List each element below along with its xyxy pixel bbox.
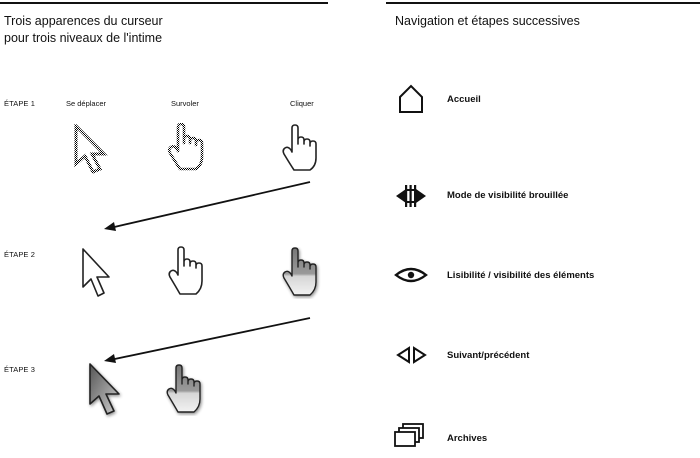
title-line-1: Trois apparences du curseur bbox=[4, 14, 163, 28]
step-2-label: ÉTAPE 2 bbox=[4, 250, 35, 259]
left-panel-title: Trois apparences du curseur pour trois n… bbox=[4, 13, 163, 47]
nav-blur-mode-label[interactable]: Mode de visibilité brouillée bbox=[447, 190, 569, 201]
column-hover-label: Survoler bbox=[171, 99, 199, 108]
step2-hover-hand-icon bbox=[166, 246, 210, 296]
blur-mode-icon[interactable] bbox=[394, 184, 428, 208]
nav-home-label[interactable]: Accueil bbox=[447, 94, 481, 105]
step1-arrow-cursor-icon bbox=[74, 124, 110, 174]
eye-icon[interactable] bbox=[394, 266, 428, 284]
archives-icon[interactable] bbox=[394, 422, 426, 448]
step3-hand-cursor-icon bbox=[164, 364, 210, 416]
column-move-label: Se déplacer bbox=[66, 99, 107, 108]
column-click-label: Cliquer bbox=[290, 99, 314, 108]
step-3-label: ÉTAPE 3 bbox=[4, 365, 35, 374]
nav-blur-mode[interactable]: Mode de visibilité brouillée bbox=[394, 184, 694, 220]
right-panel-rule bbox=[386, 2, 700, 4]
nav-visibility[interactable]: Lisibilité / visibilité des éléments bbox=[394, 266, 694, 302]
transition-arrow-1 bbox=[100, 178, 315, 234]
step2-arrow-cursor-icon bbox=[80, 246, 114, 300]
home-icon[interactable] bbox=[398, 84, 424, 114]
step2-click-hand-icon bbox=[280, 247, 324, 299]
nav-prev-next-label[interactable]: Suivant/précédent bbox=[447, 350, 530, 361]
nav-archives-label[interactable]: Archives bbox=[447, 433, 488, 444]
transition-arrow-2 bbox=[100, 314, 315, 366]
nav-home[interactable]: Accueil bbox=[394, 84, 694, 120]
step-1-label: ÉTAPE 1 bbox=[4, 99, 35, 108]
step1-hover-hand-icon bbox=[166, 123, 210, 171]
step1-click-hand-icon bbox=[280, 124, 324, 172]
title-line-2: pour trois niveaux de l'intime bbox=[4, 31, 163, 45]
nav-prev-next[interactable]: Suivant/précédent bbox=[394, 346, 694, 382]
nav-visibility-label[interactable]: Lisibilité / visibilité des éléments bbox=[447, 270, 595, 281]
prev-next-icon[interactable] bbox=[396, 346, 428, 364]
step3-arrow-cursor-icon bbox=[86, 360, 126, 420]
right-panel-title: Navigation et étapes successives bbox=[395, 14, 580, 28]
left-panel-rule bbox=[0, 2, 328, 4]
nav-archives[interactable]: Archives bbox=[394, 422, 694, 458]
